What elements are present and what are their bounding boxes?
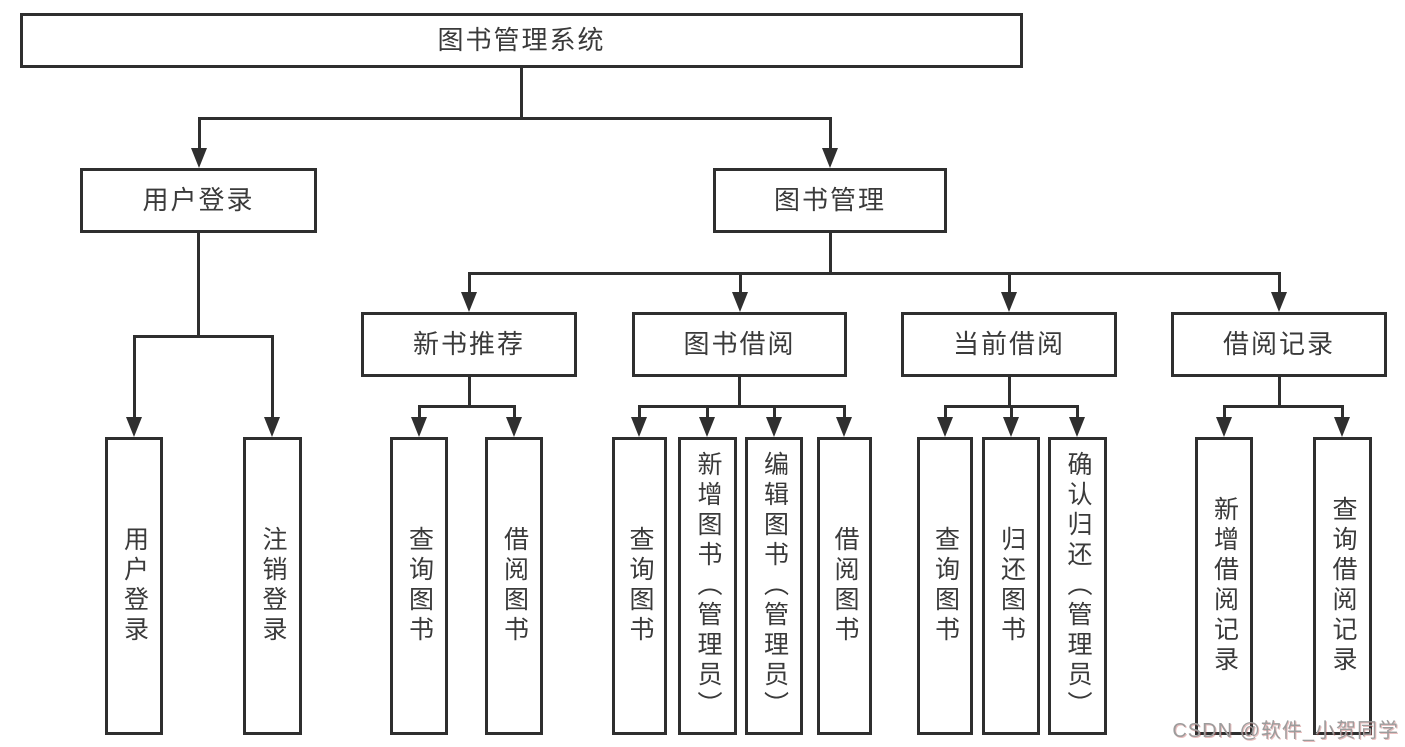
- tree-node-leaf-cur-return: 归还图书: [982, 437, 1040, 735]
- arrowhead-down-icon: [822, 148, 838, 168]
- arrowhead-down-icon: [461, 292, 477, 312]
- arrowhead-down-icon: [1271, 292, 1287, 312]
- tree-node-leaf-bor-query: 查询图书: [612, 437, 667, 735]
- connector-line: [738, 274, 742, 298]
- connector-line: [1222, 407, 1226, 423]
- connector-line: [520, 68, 523, 120]
- connector-line: [1277, 377, 1281, 408]
- connector-line: [1277, 274, 1281, 298]
- tree-node-root: 图书管理系统: [20, 13, 1023, 68]
- tree-node-borrow-records: 借阅记录: [1171, 312, 1387, 377]
- tree-node-leaf-bor-borrow: 借阅图书: [817, 437, 872, 735]
- connector-line: [270, 337, 274, 423]
- watermark: CSDN @软件_小贺同学: [1172, 720, 1399, 742]
- connector-line: [1222, 404, 1344, 408]
- tree-node-new-book-recommend: 新书推荐: [361, 312, 577, 377]
- arrowhead-down-icon: [836, 417, 852, 437]
- connector-line: [512, 407, 516, 423]
- connector-line: [738, 377, 741, 408]
- tree-node-leaf-rec-borrow: 借阅图书: [485, 437, 543, 735]
- arrowhead-down-icon: [1069, 417, 1085, 437]
- tree-node-book-borrow: 图书借阅: [632, 312, 847, 377]
- connector-line: [1009, 407, 1013, 423]
- connector-line: [197, 119, 201, 154]
- arrowhead-down-icon: [1334, 417, 1350, 437]
- connector-line: [637, 404, 846, 408]
- connector-line: [828, 119, 832, 154]
- connector-line: [1340, 407, 1344, 423]
- arrowhead-down-icon: [1216, 417, 1232, 437]
- connector-line: [637, 407, 641, 423]
- connector-line: [417, 407, 421, 423]
- connector-line: [772, 407, 776, 423]
- connector-line: [132, 334, 274, 338]
- connector-line: [467, 274, 471, 298]
- arrowhead-down-icon: [766, 417, 782, 437]
- tree-node-leaf-cur-query: 查询图书: [917, 437, 973, 735]
- tree-node-leaf-rec-query: 查询图书: [390, 437, 448, 735]
- tree-node-leaf-logout: 注销登录: [243, 437, 302, 735]
- tree-node-leaf-log-add: 新增借阅记录: [1195, 437, 1253, 735]
- arrowhead-down-icon: [411, 417, 427, 437]
- connector-line: [197, 116, 832, 120]
- arrowhead-down-icon: [1003, 417, 1019, 437]
- connector-line: [1007, 274, 1011, 298]
- arrowhead-down-icon: [1001, 292, 1017, 312]
- arrowhead-down-icon: [699, 417, 715, 437]
- arrowhead-down-icon: [191, 148, 207, 168]
- tree-node-current-borrow: 当前借阅: [901, 312, 1117, 377]
- tree-node-leaf-log-query: 查询借阅记录: [1313, 437, 1372, 735]
- connector-line: [132, 337, 136, 423]
- arrowhead-down-icon: [126, 417, 142, 437]
- tree-node-leaf-cur-confirm: 确认归还（管理员）: [1048, 437, 1107, 735]
- connector-line: [842, 407, 846, 423]
- arrowhead-down-icon: [631, 417, 647, 437]
- connector-line: [467, 271, 1281, 275]
- tree-node-book-mgmt: 图书管理: [713, 168, 947, 233]
- connector-line: [467, 377, 471, 408]
- arrowhead-down-icon: [732, 292, 748, 312]
- connector-line: [197, 233, 200, 338]
- connector-line: [705, 407, 709, 423]
- tree-node-leaf-bor-add: 新增图书（管理员）: [678, 437, 737, 735]
- arrowhead-down-icon: [506, 417, 522, 437]
- tree-node-user-login: 用户登录: [80, 168, 317, 233]
- connector-line: [828, 233, 832, 275]
- arrowhead-down-icon: [937, 417, 953, 437]
- connector-line: [417, 404, 516, 408]
- tree-node-leaf-bor-edit: 编辑图书（管理员）: [745, 437, 803, 735]
- tree-node-leaf-user-login: 用户登录: [105, 437, 163, 735]
- connector-line: [1007, 377, 1011, 408]
- connector-line: [943, 407, 947, 423]
- arrowhead-down-icon: [264, 417, 280, 437]
- connector-line: [1075, 407, 1079, 423]
- connector-line: [943, 404, 1079, 408]
